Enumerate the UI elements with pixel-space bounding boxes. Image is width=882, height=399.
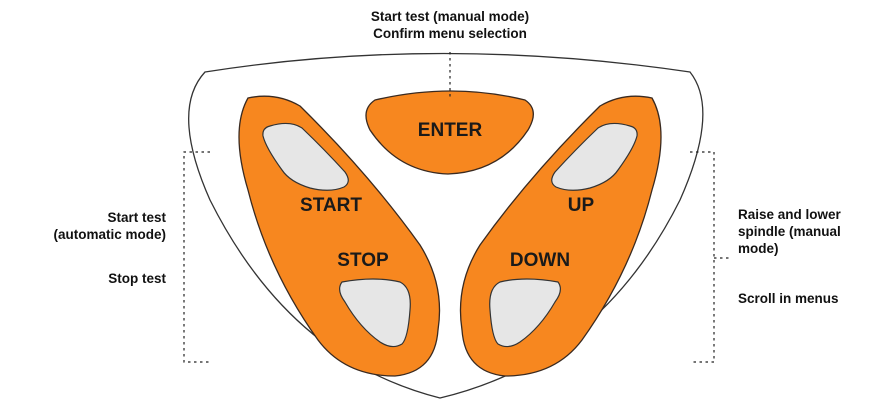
enter-callout-line1: Start test (manual mode) [370,9,530,24]
enter-button[interactable] [365,90,534,175]
up-down-bracket [690,151,715,363]
leader-lines [183,52,732,363]
down-window [489,278,561,348]
enter-label: ENTER [418,120,483,141]
start-callout: Start test (automatic mode) [0,209,166,243]
start-stop-bracket [183,151,210,363]
updown-callout-line1: Raise and lower [738,207,841,222]
up-label: UP [568,195,595,216]
stop-window [339,278,411,348]
stop-label: STOP [337,250,389,271]
enter-callout: Start test (manual mode) Confirm menu se… [336,8,564,42]
updown-callout: Raise and lower spindle (manual mode) [738,206,841,257]
start-window [262,122,349,191]
start-label: START [300,195,362,216]
up-window [551,122,638,191]
updown-callout-line2: spindle (manual [738,224,841,239]
start-callout-line2: (automatic mode) [53,227,166,242]
scroll-callout: Scroll in menus [738,291,839,306]
updown-callout-line3: mode) [738,241,779,256]
enter-callout-line2: Confirm menu selection [373,26,527,41]
stop-callout: Stop test [108,271,166,286]
start-callout-line1: Start test [107,210,166,225]
down-label: DOWN [510,250,570,271]
